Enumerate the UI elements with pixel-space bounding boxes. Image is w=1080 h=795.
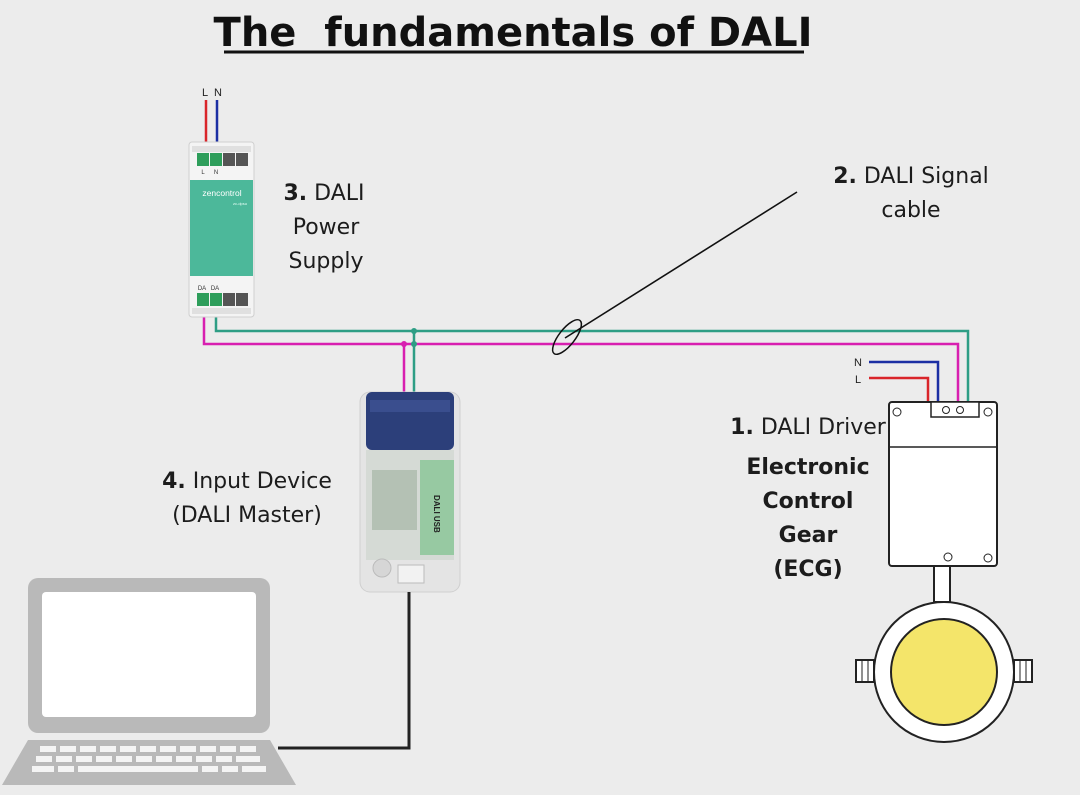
usb-cable: [278, 592, 411, 750]
driver-mains-label-l: L: [855, 374, 861, 386]
signal-label-line-1: DALI Signal: [864, 164, 989, 189]
psu-brand: zencontrol: [202, 188, 241, 198]
psu-terminal-da1: DA: [198, 286, 206, 292]
psu-mains-label-l: L: [202, 87, 208, 99]
dali-bus-green: [214, 316, 970, 404]
usb-interface-icon: DALI USB: [359, 391, 461, 593]
psu-icon: L N zencontrol zc-dpsu DA DA: [188, 141, 255, 318]
ecg-line-4: (ECG): [773, 557, 842, 582]
signal-label-line-2: cable: [881, 198, 940, 223]
junction-dot: [411, 328, 417, 334]
input-label-number: 4.: [162, 469, 186, 494]
driver-label: 1. DALI Driver Electronic Control Gear (…: [730, 415, 887, 582]
psu-model: zc-dpsu: [233, 201, 247, 206]
svg-text:3. DALI: 3. DALI: [283, 181, 364, 206]
psu-terminal-l: L: [201, 170, 205, 176]
psu-terminal-n: N: [214, 170, 218, 176]
input-label-line-1: Input Device: [193, 469, 332, 494]
signal-cable-label: 2. DALI Signal cable: [833, 164, 989, 223]
psu-mains-label-n: N: [214, 87, 222, 99]
psu-label-line-3: Supply: [289, 249, 364, 274]
luminaire-icon: [855, 565, 1033, 743]
signal-cable-callout: [551, 191, 798, 356]
driver-label-line-1: DALI Driver: [761, 415, 887, 440]
dali-bus-wires: [202, 316, 970, 404]
diagram-title: The fundamentals of DALI: [214, 10, 813, 56]
psu-label-number: 3.: [283, 181, 307, 206]
dali-bus-magenta: [202, 316, 960, 404]
ecg-line-1: Electronic: [746, 455, 869, 480]
psu-label: 3. DALI Power Supply: [283, 181, 364, 274]
usb-device-text: DALI USB: [432, 495, 441, 533]
driver-label-number: 1.: [730, 415, 754, 440]
ecg-line-3: Gear: [779, 523, 838, 548]
input-label-line-2: (DALI Master): [172, 503, 322, 528]
psu-label-line-2: Power: [293, 215, 360, 240]
psu-terminal-da2: DA: [211, 286, 219, 292]
junction-dot: [411, 341, 417, 347]
junction-dot: [401, 341, 407, 347]
driver-mains-label-n: N: [854, 357, 862, 369]
driver-icon: [888, 401, 998, 567]
psu-mains-wires: L N: [202, 87, 222, 148]
svg-text:1. DALI Driver: 1. DALI Driver: [730, 415, 887, 440]
svg-text:4. Input Device: 4. Input Device: [162, 469, 332, 494]
svg-text:2. DALI Signal: 2. DALI Signal: [833, 164, 989, 189]
input-device-label: 4. Input Device (DALI Master): [162, 469, 332, 528]
signal-label-number: 2.: [833, 164, 857, 189]
ecg-line-2: Control: [763, 489, 854, 514]
laptop-icon: [2, 578, 296, 785]
psu-label-line-1: DALI: [314, 181, 364, 206]
driver-mains-wires: N L: [854, 357, 940, 404]
